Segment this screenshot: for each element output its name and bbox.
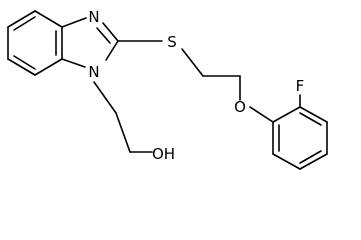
atom-labels: N N S O F OH [88, 8, 304, 163]
bond [272, 106, 301, 123]
bond [299, 112, 322, 126]
bond [181, 48, 204, 77]
bond [102, 22, 119, 42]
bond [34, 10, 63, 28]
bond [299, 106, 328, 123]
bond [13, 16, 36, 31]
molecule-structure: N N S O F OH [7, 8, 328, 170]
atom-oxygen-ether: O [234, 98, 246, 116]
atom-n-imine: N [88, 8, 99, 26]
bond [272, 153, 301, 170]
atom-n-ring: N [88, 63, 99, 81]
atom-hydroxyl: OH [152, 145, 175, 163]
bond [105, 40, 119, 61]
bond-lines [7, 10, 328, 170]
bond [249, 106, 274, 123]
bond [299, 150, 322, 164]
bond [7, 10, 36, 28]
bond [34, 58, 63, 76]
atom-sulfur: S [167, 33, 177, 51]
atom-fluorine: F [296, 77, 305, 95]
bond [7, 58, 36, 76]
bond [115, 112, 131, 153]
bond [93, 81, 117, 114]
bond [61, 58, 86, 68]
bond [96, 27, 111, 44]
bond [61, 17, 87, 28]
bond [299, 153, 328, 170]
bond [13, 55, 36, 70]
